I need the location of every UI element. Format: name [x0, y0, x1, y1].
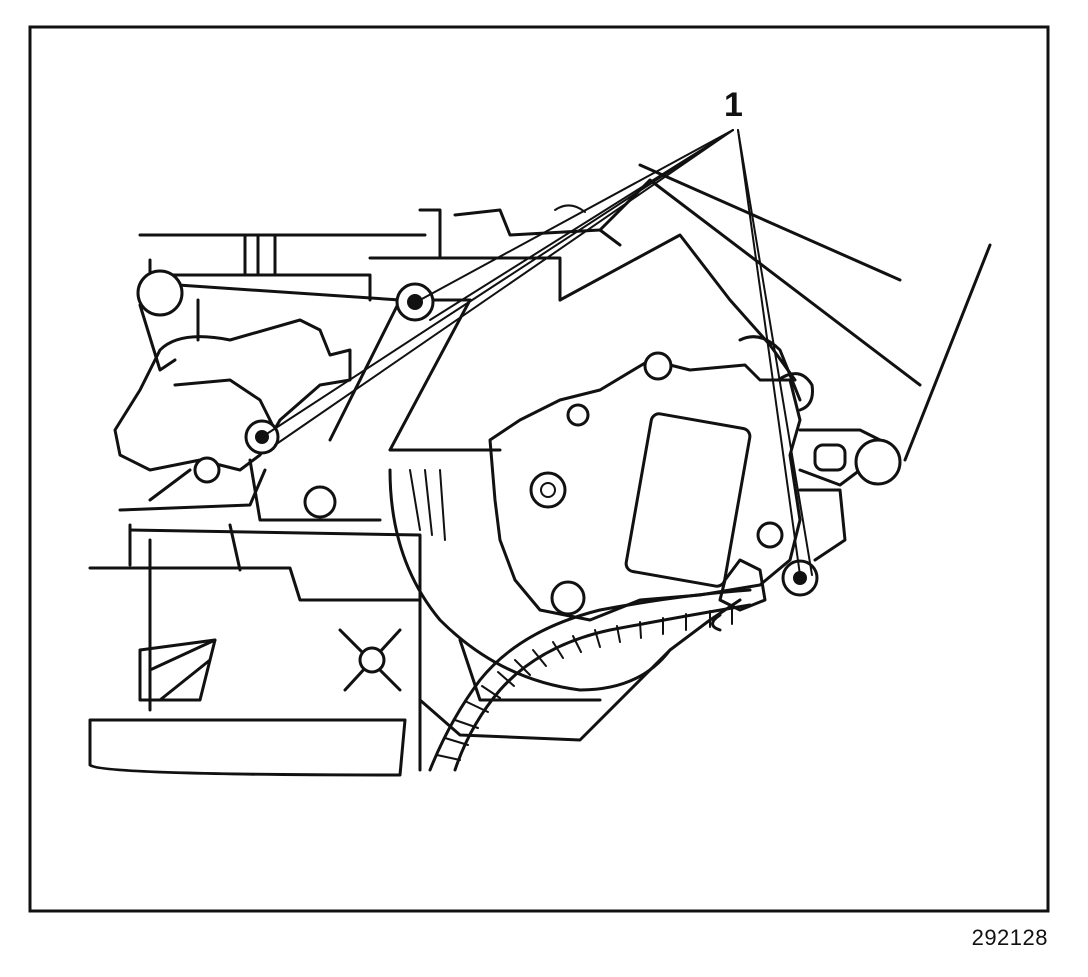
- left-grip-bracket: [113, 318, 352, 512]
- screw-actuator-top: [643, 351, 673, 381]
- callout-leaders: [261, 129, 813, 576]
- screw-actuator-hub: [529, 471, 567, 509]
- figure-frame: [28, 25, 1050, 913]
- wing-nut-left: [138, 638, 217, 702]
- actuator-label-plate: [624, 412, 752, 588]
- fasteners: [193, 282, 819, 616]
- callout-label-1: 1: [724, 86, 743, 124]
- wing-nut-right: [338, 628, 402, 692]
- door-panel: [328, 163, 992, 462]
- screw-right-lower: [781, 559, 819, 597]
- screw-actuator-right: [756, 521, 784, 549]
- wiring-harness: [428, 558, 767, 772]
- screw-mid-left: [303, 485, 337, 519]
- screw-far-left: [193, 456, 221, 484]
- screw-actuator-bottom: [550, 580, 586, 616]
- pivot-knob-right: [854, 438, 902, 486]
- actuator-body: [388, 335, 802, 692]
- right-linkage: [776, 372, 902, 562]
- figure-number: 292128: [971, 925, 1048, 950]
- screw-actuator-left: [566, 403, 590, 427]
- pivot-knob-left: [136, 269, 184, 317]
- lower-housing: [88, 458, 742, 777]
- screw-top-left: [395, 282, 435, 322]
